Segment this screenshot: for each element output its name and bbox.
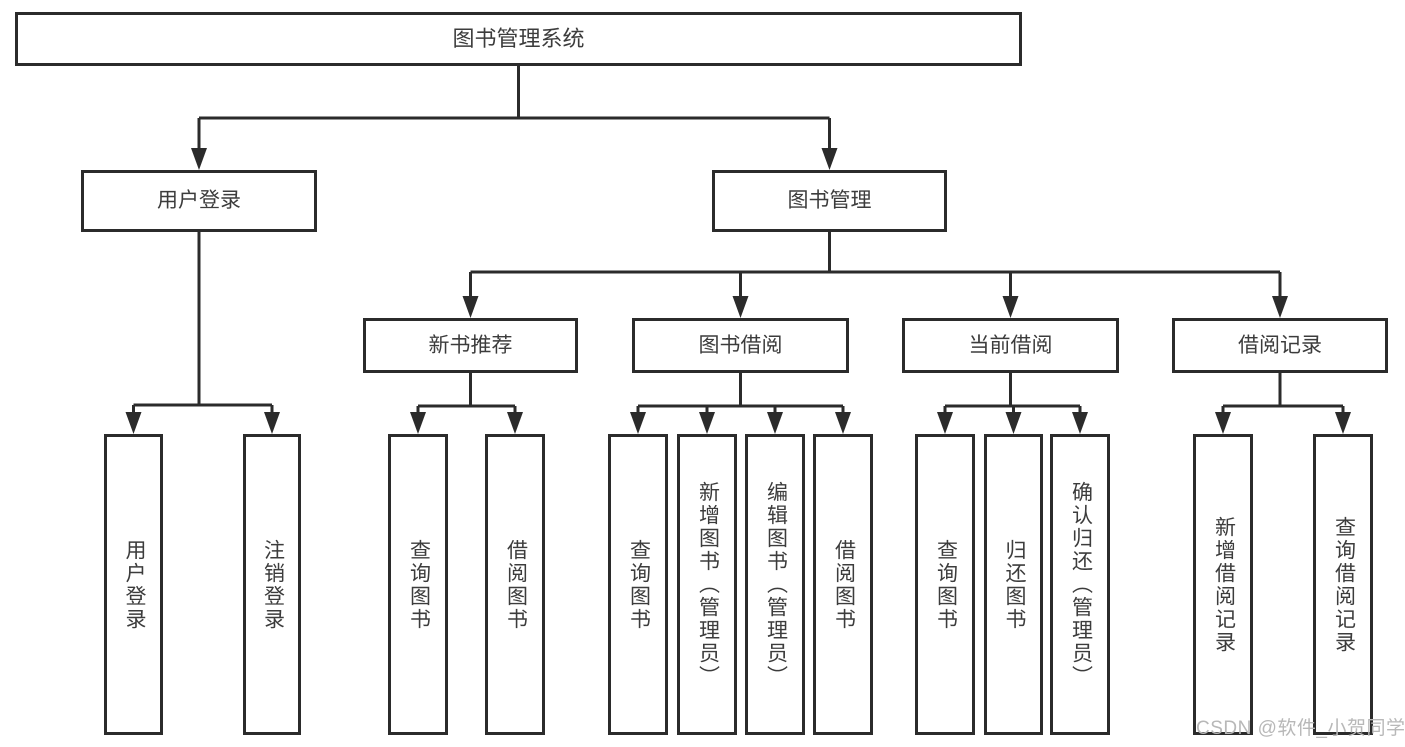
node-box-leaf-user-login[interactable] — [104, 434, 163, 735]
node-box-new-book-rec[interactable] — [363, 318, 578, 373]
node-box-borrow-record[interactable] — [1172, 318, 1388, 373]
node-box-leaf-borrow-book-1[interactable] — [485, 434, 545, 735]
arrow-head-icon — [1072, 412, 1088, 434]
node-box-leaf-add-record[interactable] — [1193, 434, 1253, 735]
arrow-head-icon — [835, 412, 851, 434]
arrow-head-icon — [191, 148, 207, 170]
arrow-head-icon — [699, 412, 715, 434]
node-box-leaf-query-book-1[interactable] — [388, 434, 448, 735]
node-box-book-manage[interactable] — [712, 170, 947, 232]
node-box-leaf-logout[interactable] — [243, 434, 301, 735]
arrow-head-icon — [821, 148, 838, 170]
arrow-head-icon — [630, 412, 646, 434]
node-box-root[interactable] — [15, 12, 1022, 66]
node-box-leaf-borrow-book-2[interactable] — [813, 434, 873, 735]
node-box-book-borrow[interactable] — [632, 318, 849, 373]
node-box-leaf-confirm-return[interactable] — [1050, 434, 1110, 735]
arrow-head-icon — [767, 412, 783, 434]
arrow-head-icon — [507, 412, 523, 434]
node-box-leaf-query-book-3[interactable] — [915, 434, 975, 735]
arrow-head-icon — [1005, 412, 1022, 434]
node-box-leaf-return-book[interactable] — [984, 434, 1043, 735]
arrow-head-icon — [264, 412, 280, 434]
arrow-head-icon — [410, 412, 426, 434]
arrow-head-icon — [1335, 412, 1351, 434]
node-box-current-borrow[interactable] — [902, 318, 1119, 373]
node-box-user-login[interactable] — [81, 170, 317, 232]
arrow-head-icon — [462, 296, 479, 318]
arrow-head-icon — [1272, 296, 1288, 318]
arrow-head-icon — [1215, 412, 1231, 434]
node-box-leaf-query-book-2[interactable] — [608, 434, 668, 735]
node-box-leaf-query-record[interactable] — [1313, 434, 1373, 735]
node-box-layer — [15, 12, 1388, 735]
node-box-leaf-add-book[interactable] — [677, 434, 737, 735]
arrow-head-icon — [732, 296, 749, 318]
arrow-head-icon — [1002, 296, 1019, 318]
node-box-leaf-edit-book[interactable] — [745, 434, 805, 735]
arrow-head-icon — [125, 412, 142, 434]
watermark-text: CSDN @软件_小贺同学 — [1196, 718, 1405, 739]
connector-layer — [125, 66, 1351, 434]
arrow-head-icon — [937, 412, 953, 434]
